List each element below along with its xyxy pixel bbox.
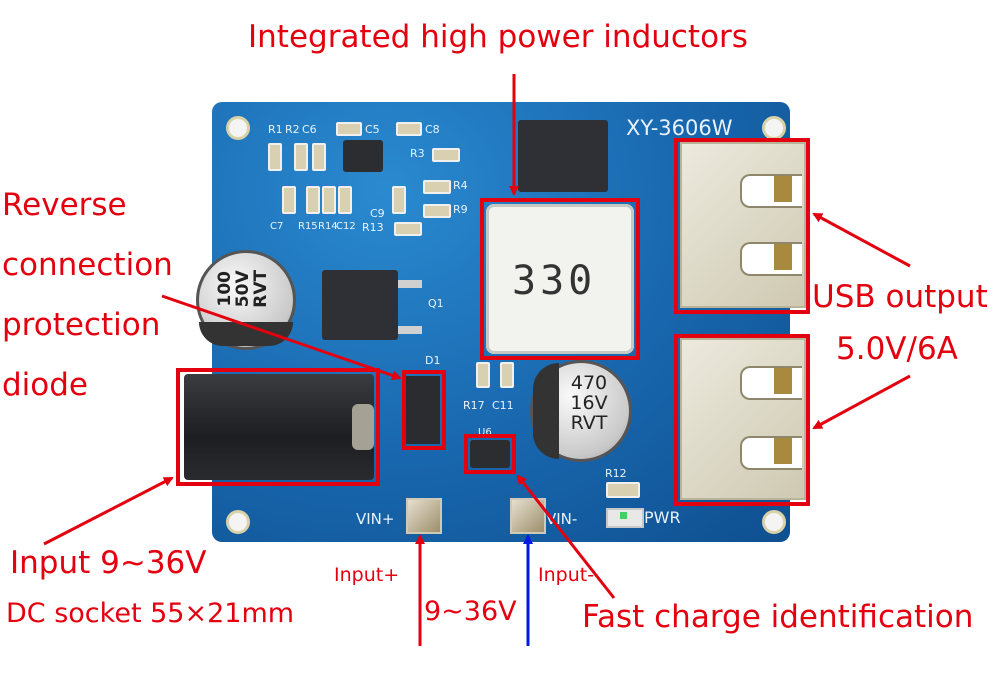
model-silkscreen: XY-3606W	[626, 116, 733, 140]
ref-c9: C9	[370, 207, 385, 220]
usb-port-2	[680, 338, 806, 500]
dc-socket	[184, 374, 374, 480]
capacitor-stripe	[533, 363, 559, 459]
ref-d1: D1	[425, 354, 441, 367]
control-ic	[343, 140, 383, 172]
ref-c7: C7	[270, 221, 284, 232]
usb-output-spec: 5.0V/6A	[836, 331, 958, 367]
input-voltage-label: 9~36V	[424, 596, 517, 627]
dc-socket-highlight	[176, 368, 380, 486]
ref-r12: R12	[605, 467, 627, 480]
diode-highlight	[402, 370, 446, 450]
dc-socket-label: DC socket 55×21mm	[6, 598, 295, 629]
vin-plus-silk: VIN+	[356, 510, 395, 528]
ref-r15: R15	[298, 221, 318, 232]
inductor	[486, 204, 634, 354]
cap-right-voltage: 16V	[570, 391, 608, 414]
inductor-marking: 330	[512, 258, 597, 304]
usb-pin	[774, 244, 792, 270]
reverse-label-line4: diode	[2, 367, 89, 403]
q1-pin	[398, 280, 422, 288]
usb-pin	[774, 438, 792, 464]
reverse-label-line2: connection	[2, 247, 173, 283]
ref-r4: R4	[453, 179, 468, 192]
smd-r14	[322, 186, 336, 214]
protection-diode	[406, 376, 440, 444]
smd-r9	[423, 204, 451, 218]
top-mosfet	[518, 120, 608, 192]
usb-port-1	[680, 142, 806, 308]
reverse-label-line1: Reverse	[2, 187, 127, 223]
dc-input-arrow	[43, 476, 174, 546]
fast-charge-label: Fast charge identification	[582, 599, 974, 635]
usb-1-arrow	[812, 212, 911, 268]
cap-right-label: 470 16V RVT	[556, 372, 622, 434]
smd-r13	[394, 222, 422, 236]
smd-c8	[396, 122, 422, 136]
usb-port-2-highlight	[674, 334, 810, 506]
smd-c6	[312, 143, 326, 171]
ref-c12: C12	[336, 221, 356, 232]
pwr-silk: PWR	[644, 508, 681, 527]
ref-c8: C8	[425, 123, 440, 136]
usb-2-arrow	[812, 374, 911, 430]
ref-r1: R1	[268, 123, 283, 136]
dc-input-voltage: 9~36V	[100, 545, 207, 581]
ref-r2: R2	[285, 123, 300, 136]
ref-r9: R9	[453, 203, 468, 216]
usb-port-1-highlight	[674, 138, 810, 314]
dc-input-label-text: Input	[10, 545, 91, 581]
ref-u6: U6	[478, 427, 492, 438]
ref-r17: R17	[463, 399, 485, 412]
ref-r14: R14	[318, 221, 338, 232]
ref-q1: Q1	[428, 297, 444, 310]
ref-c11: C11	[492, 399, 514, 412]
input-plus-label: Input+	[334, 564, 400, 586]
inductor-highlight	[480, 198, 640, 360]
fast-charge-ic	[470, 440, 510, 468]
reverse-label-line3: protection	[2, 307, 161, 343]
diode-arrow	[161, 294, 402, 381]
smd-r15	[306, 186, 320, 214]
smd-r4	[423, 180, 451, 194]
ref-c6: C6	[302, 123, 317, 136]
smd-c7	[282, 186, 296, 214]
mounting-hole	[762, 510, 786, 534]
input-minus-label: Input-	[538, 564, 595, 586]
usb-pin	[774, 176, 792, 202]
ref-r13: R13	[362, 221, 384, 234]
fast-charge-arrow	[516, 474, 616, 599]
smd-r2	[294, 143, 308, 171]
mounting-hole	[762, 116, 786, 140]
smd-r3	[432, 148, 460, 162]
dc-socket-pin	[352, 404, 374, 450]
inductor-label: Integrated high power inductors	[248, 19, 748, 55]
fast-charge-highlight	[464, 434, 516, 474]
usb-output-label: USB output	[812, 279, 988, 315]
cap-right-value: 470	[570, 372, 608, 394]
ref-r3: R3	[410, 147, 425, 160]
mounting-hole	[226, 510, 250, 534]
mounting-hole	[226, 116, 250, 140]
ref-c5: C5	[365, 123, 380, 136]
smd-r1	[268, 143, 282, 171]
usb-pin	[774, 368, 792, 394]
smd-c9	[392, 186, 406, 214]
q1-mosfet	[322, 270, 398, 340]
q1-pin	[398, 326, 422, 334]
smd-c5	[336, 122, 362, 136]
smd-c12	[338, 186, 352, 214]
smd-r12	[606, 482, 640, 498]
dc-input-label: Input 9~36V	[10, 548, 207, 579]
smd-r17	[476, 362, 490, 388]
pwr-led-light	[620, 512, 627, 519]
cap-right-brand: RVT	[570, 411, 608, 434]
vin-plus-pad	[406, 498, 442, 534]
smd-c11	[500, 362, 514, 388]
